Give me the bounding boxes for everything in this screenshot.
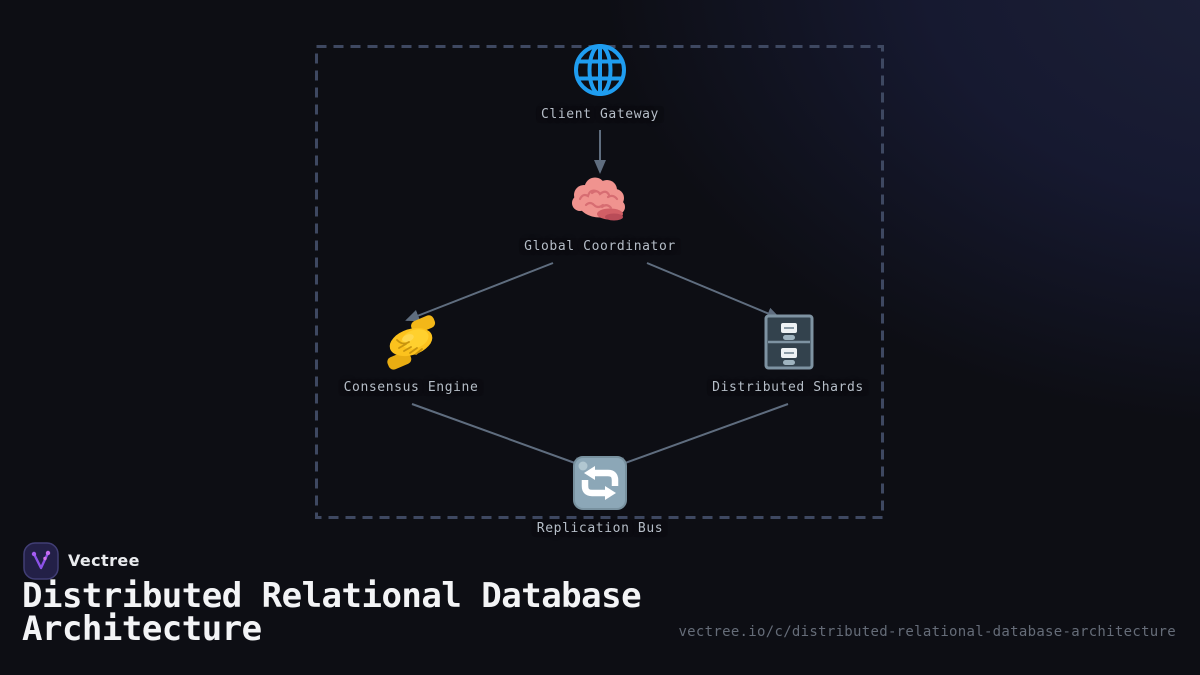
- handshake-icon: [387, 315, 436, 370]
- brand-row: Vectree: [23, 542, 140, 580]
- brain-icon: [572, 177, 625, 221]
- file-cabinet-icon: [764, 314, 814, 370]
- node-label-client-gateway: Client Gateway: [536, 106, 664, 123]
- node-label-global-coordinator: Global Coordinator: [519, 238, 681, 255]
- edge-shards-replication: [612, 403, 789, 469]
- counterclockwise-arrows-icon: [573, 456, 627, 510]
- edge-consensus-replication: [411, 403, 588, 469]
- edge-coordinator-consensus: [405, 262, 554, 322]
- diagram-dashed-frame: [315, 45, 884, 519]
- page-title: Distributed Relational Database Architec…: [22, 576, 642, 649]
- node-label-replication-bus: Replication Bus: [531, 520, 669, 537]
- brand-name: Vectree: [68, 550, 140, 570]
- vectree-logo-icon: [23, 542, 59, 580]
- globe-icon: [574, 44, 626, 96]
- node-label-distributed-shards: Distributed Shards: [707, 379, 869, 396]
- node-label-consensus-engine: Consensus Engine: [338, 379, 484, 396]
- page-url: vectree.io/c/distributed-relational-data…: [678, 624, 1176, 640]
- edge-coordinator-shards: [646, 262, 781, 319]
- edge-group: [405, 130, 789, 469]
